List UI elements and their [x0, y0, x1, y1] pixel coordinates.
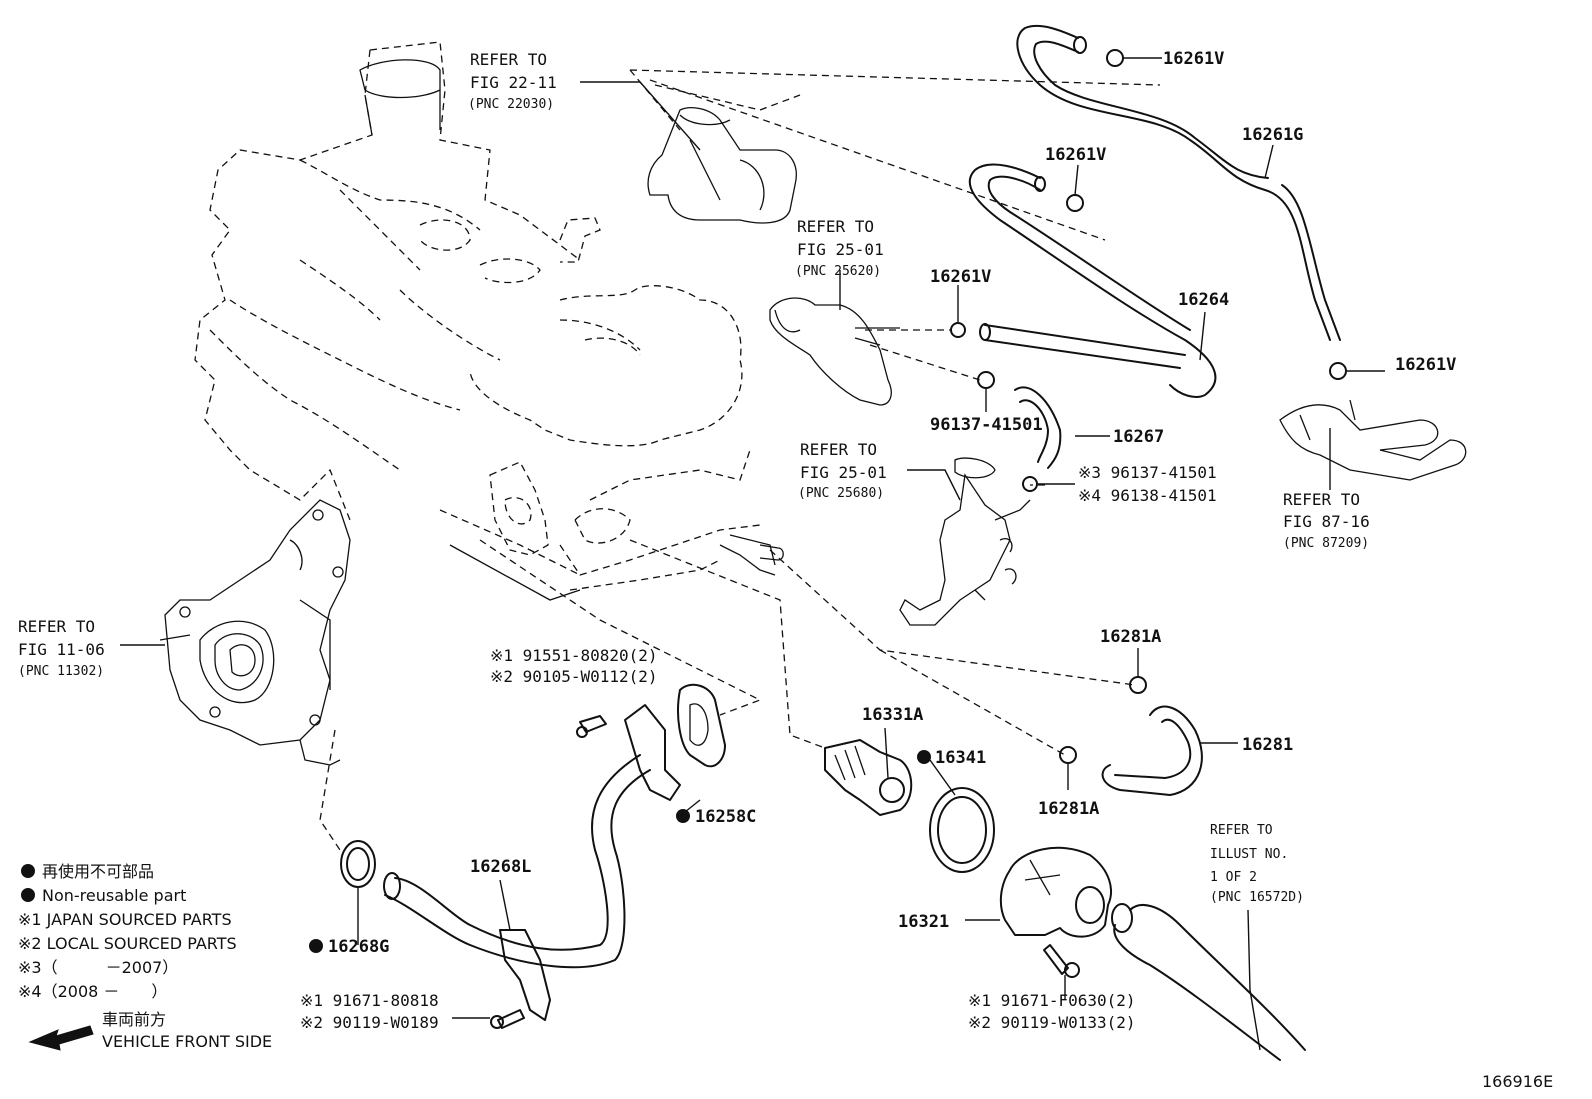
callout-16281A: 16281A [1038, 799, 1099, 819]
refer-fig-label: FIG 22-11 [470, 73, 557, 92]
part-number-variant: ※2 90105-W0112(2) [490, 667, 658, 686]
egr-valve-outline [769, 297, 900, 406]
non-reusable-marker [676, 809, 690, 823]
refer-fig-label: FIG 87-16 [1283, 512, 1370, 531]
legend-non-reusable-jp: 再使用不可部品 [42, 862, 154, 881]
water-outlet-outline [899, 457, 1031, 626]
callout-16281A: 16281A [1100, 627, 1161, 647]
throttle-body-outline [647, 107, 797, 224]
callout-16268G: 16268G [328, 937, 389, 957]
figure-id: 166916E [1482, 1072, 1553, 1091]
refer-fig-label: FIG 25-01 [797, 240, 884, 259]
front-arrow-icon [28, 1025, 94, 1051]
refer-pnc-label: (PNC 87209) [1283, 536, 1369, 551]
callout-16261V: 16261V [1163, 49, 1224, 69]
callout-16331A: 16331A [862, 705, 923, 725]
callout-16281: 16281 [1242, 735, 1293, 755]
refer-page-label: 1 OF 2 [1210, 870, 1257, 885]
vehicle-front-label-en: VEHICLE FRONT SIDE [102, 1032, 272, 1051]
refer-pnc-label: (PNC 25620) [795, 264, 881, 279]
water-inlet-housing [999, 846, 1112, 938]
callout-16267: 16267 [1113, 427, 1164, 447]
legend-dot-icon [21, 888, 35, 902]
callout-16258C: 16258C [695, 807, 756, 827]
refer-pnc-label: (PNC 25680) [798, 486, 884, 501]
legend-note-4: ※4（2008 － ） [18, 982, 167, 1001]
legend-note-1: ※1 JAPAN SOURCED PARTS [18, 910, 232, 929]
callout-16261V: 16261V [1395, 355, 1456, 375]
part-number-variant: ※2 90119-W0133(2) [968, 1013, 1136, 1032]
gasket-16341 [929, 787, 995, 873]
refer-to-label: REFER TO [1210, 823, 1273, 838]
water-pipe-16268L [383, 704, 681, 1021]
refer-pnc-label: (PNC 22030) [468, 97, 554, 112]
bolt-icon [490, 715, 1080, 1029]
part-number-variant: ※4 96138-41501 [1078, 486, 1217, 505]
refer-to-label: REFER TO [797, 217, 874, 236]
callout-16321: 16321 [898, 912, 949, 932]
legend-non-reusable-en: Non-reusable part [42, 886, 186, 905]
refer-fig-label: FIG 25-01 [800, 463, 887, 482]
refer-to-label: REFER TO [1283, 490, 1360, 509]
refer-pnc-label: (PNC 11302) [18, 664, 104, 679]
engine-block-outline [194, 41, 784, 601]
part-number-variant: ※1 91671-80818 [300, 991, 439, 1010]
thermostat [824, 739, 913, 816]
callout-16261G: 16261G [1242, 125, 1303, 145]
callout-16261V: 16261V [930, 267, 991, 287]
callout-96137-41501: 96137-41501 [930, 415, 1043, 435]
non-reusable-marker [917, 750, 931, 764]
hose-16281 [1101, 705, 1203, 796]
callout-16341: 16341 [935, 748, 986, 768]
callout-16268L: 16268L [470, 857, 531, 877]
callout-16264: 16264 [1178, 290, 1229, 310]
legend-note-2: ※2 LOCAL SOURCED PARTS [18, 934, 237, 953]
part-number-variant: ※1 91551-80820(2) [490, 646, 658, 665]
legend-dot-icon [21, 864, 35, 878]
hose-16261G [1016, 24, 1341, 341]
hose-16264 [968, 163, 1217, 398]
legend-note-3: ※3（ －2007） [18, 958, 178, 977]
part-number-variant: ※2 90119-W0189 [300, 1013, 439, 1032]
gasket-16268G [340, 840, 376, 888]
refer-illust-label: ILLUST NO. [1210, 847, 1288, 862]
gasket-16258C [677, 683, 726, 768]
part-number-variant: ※3 96137-41501 [1078, 463, 1217, 482]
refer-to-label: REFER TO [470, 50, 547, 69]
part-number-variant: ※1 91671-F0630(2) [968, 991, 1136, 1010]
water-pump-outline [159, 499, 351, 766]
reference-lines [319, 69, 1161, 851]
refer-to-label: REFER TO [18, 617, 95, 636]
callout-16261V: 16261V [1045, 145, 1106, 165]
heater-pipe-outline [1279, 399, 1467, 481]
hose-16572D [1111, 903, 1306, 1061]
leader-lines [120, 57, 1385, 1051]
non-reusable-marker [309, 939, 323, 953]
refer-fig-label: FIG 11-06 [18, 640, 105, 659]
hose-16267 [1014, 386, 1062, 469]
hose-clamp [950, 49, 1347, 764]
vehicle-front-label-jp: 車両前方 [102, 1010, 166, 1029]
refer-pnc-label: (PNC 16572D) [1210, 890, 1304, 905]
refer-to-label: REFER TO [800, 440, 877, 459]
